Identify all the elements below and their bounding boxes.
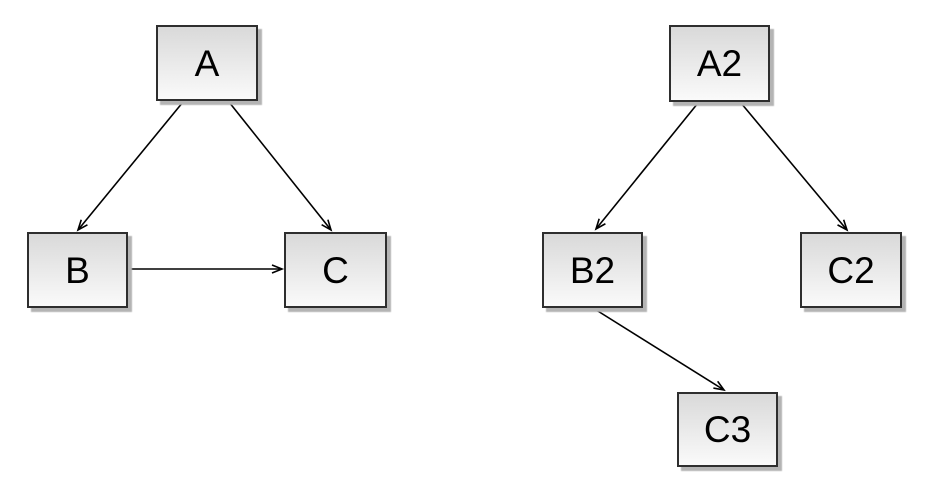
edge-A-to-C: [228, 101, 333, 232]
node-label-A2: A2: [696, 43, 743, 84]
edges-group: [76, 101, 849, 392]
node-label-C: C: [322, 249, 349, 291]
edge-A2-to-B2: [594, 102, 699, 231]
edge-B2-to-C3: [592, 307, 726, 392]
edge-A-to-B: [76, 101, 184, 232]
node-label-C2: C2: [827, 249, 875, 291]
node-label-B2: B2: [569, 249, 616, 291]
node-A2: A2: [669, 25, 770, 102]
node-label-B: B: [65, 249, 90, 291]
node-B2: B2: [542, 232, 643, 308]
node-label-A: A: [194, 42, 220, 84]
edge-A2-to-C2: [740, 102, 849, 232]
node-C2: C2: [800, 232, 902, 308]
node-A: A: [156, 25, 258, 101]
node-B: B: [27, 232, 128, 308]
node-label-C3: C3: [703, 409, 752, 450]
node-C3: C3: [677, 392, 778, 467]
node-C: C: [284, 232, 387, 308]
